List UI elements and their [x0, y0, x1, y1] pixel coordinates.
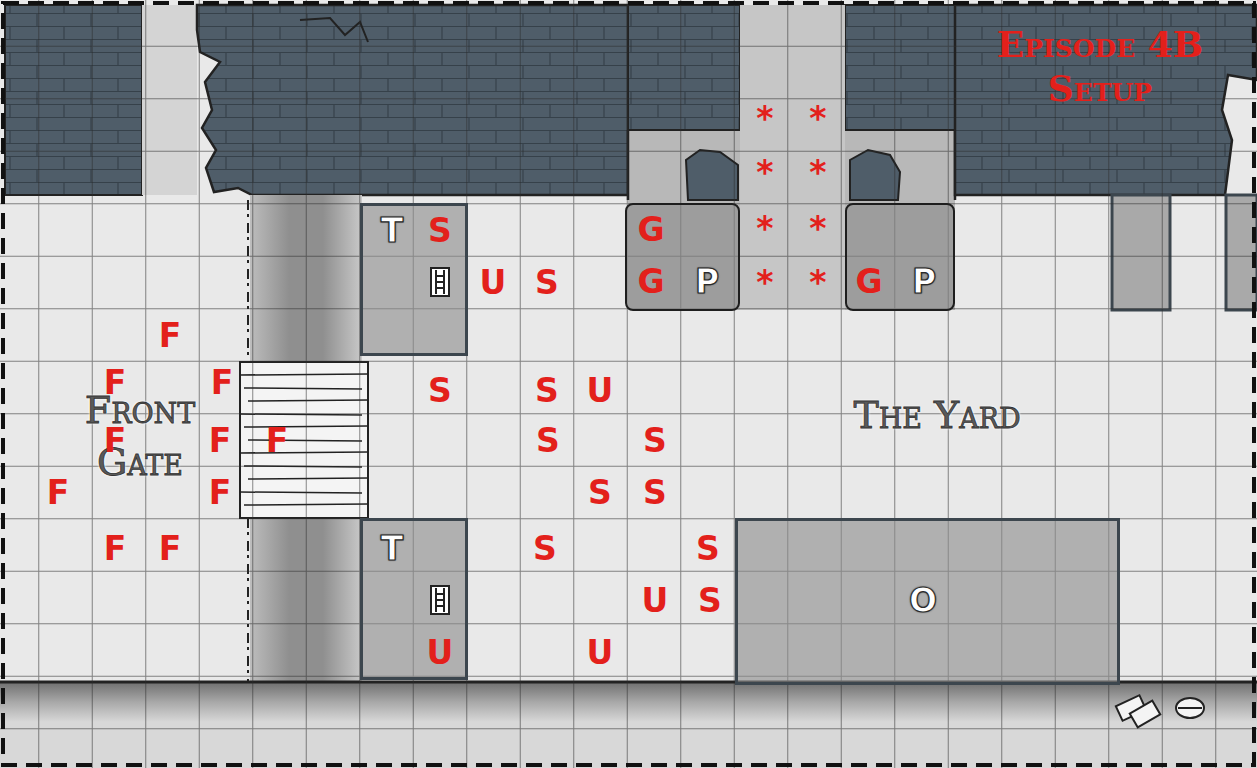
unit-marker: * [809, 156, 826, 189]
ladder-icon [431, 586, 449, 614]
unit-marker: S [535, 266, 559, 299]
unit-marker: S [643, 476, 667, 509]
area-label: Front Gate [55, 384, 225, 488]
tower-block: TU [360, 518, 468, 680]
unit-marker: F [159, 319, 182, 352]
map-title: Episode 4B Setup [955, 22, 1245, 110]
unit-marker: S [533, 532, 557, 565]
unit-marker: F [104, 366, 127, 399]
area-label: The Yard [853, 396, 1020, 434]
unit-marker: T [381, 214, 404, 247]
unit-marker: P [912, 265, 936, 298]
gatehouse-block: GGP [625, 203, 740, 311]
unit-marker: U [587, 636, 614, 669]
unit-marker: * [756, 102, 773, 135]
unit-marker: * [756, 156, 773, 189]
unit-marker: * [756, 212, 773, 245]
unit-marker: G [855, 265, 882, 298]
unit-marker: S [588, 476, 612, 509]
unit-marker: U [642, 584, 669, 617]
unit-marker: F [159, 532, 182, 565]
unit-marker: P [695, 265, 719, 298]
unit-marker: U [587, 374, 614, 407]
ladder-icon [431, 268, 449, 296]
unit-marker: * [809, 266, 826, 299]
unit-marker: F [266, 424, 289, 457]
unit-marker: U [480, 266, 507, 299]
unit-marker: S [535, 374, 559, 407]
unit-marker: S [698, 584, 722, 617]
unit-marker: S [643, 424, 667, 457]
unit-marker: * [809, 212, 826, 245]
unit-marker: F [211, 366, 234, 399]
unit-marker: F [47, 476, 70, 509]
tower-block: TS [360, 203, 468, 356]
unit-marker: F [209, 476, 232, 509]
unit-marker: * [756, 266, 773, 299]
unit-marker: F [104, 424, 127, 457]
building-block: O [735, 518, 1120, 685]
unit-marker: S [536, 424, 560, 457]
unit-marker: T [381, 532, 404, 565]
unit-marker: S [428, 374, 452, 407]
unit-marker: O [909, 584, 937, 617]
unit-marker: G [637, 265, 664, 298]
unit-marker: U [427, 636, 454, 669]
debris-icon [1116, 695, 1204, 727]
unit-marker: F [209, 424, 232, 457]
unit-marker: * [809, 102, 826, 135]
unit-marker: F [104, 532, 127, 565]
unit-marker: G [637, 213, 664, 246]
unit-marker: S [696, 532, 720, 565]
gatehouse-block: GP [845, 203, 955, 311]
unit-marker: S [428, 214, 452, 247]
